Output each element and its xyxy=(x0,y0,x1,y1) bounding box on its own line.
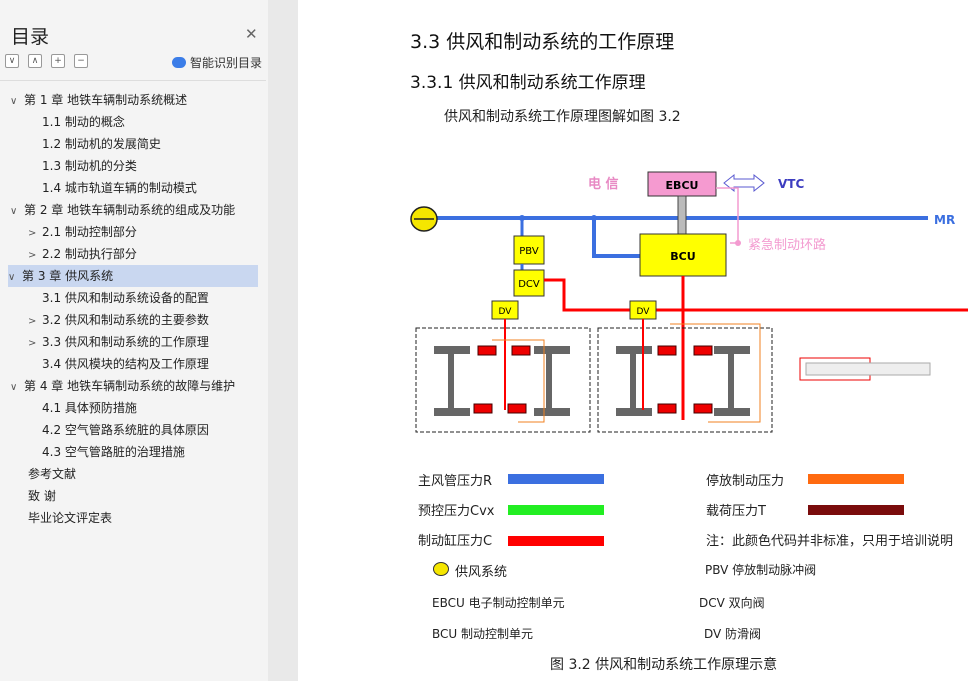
toc-item-label: 4.3 空气管路脏的治理措施 xyxy=(42,445,185,459)
collapse-all-icon[interactable]: ∨ xyxy=(5,54,19,68)
section-heading: 3.3 供风和制动系统的工作原理 xyxy=(410,31,675,53)
dv1-label: DV xyxy=(499,307,513,317)
chevron-icon[interactable]: > xyxy=(28,250,37,261)
legend-ebcu: EBCU 电子制动控制单元 xyxy=(432,596,565,610)
toc-item[interactable]: 1.4 城市轨道车辆的制动模式 xyxy=(28,177,197,199)
toc-item[interactable]: 3.1 供风和制动系统设备的配置 xyxy=(28,287,209,309)
document-gutter xyxy=(268,0,298,681)
dcv-label: DCV xyxy=(518,279,540,290)
toc-item[interactable]: 4.1 具体预防措施 xyxy=(28,397,137,419)
chevron-icon[interactable]: ∨ xyxy=(10,96,18,107)
legend-pre-label: 预控压力Cvx xyxy=(418,504,495,519)
chevron-icon[interactable]: > xyxy=(28,316,37,327)
toc-sidebar: 目录 ✕ ∨ ∧ + − 智能识别目录 ∨ 第 1 章 地铁车辆制动系统概述 1.1… xyxy=(0,0,269,681)
system-diagram: MR 电 信 EBCU VTC 紧急制动环路 BCU PBV DCV DV xyxy=(410,171,968,433)
legend-park-label: 停放制动压力 xyxy=(706,474,785,489)
toc-title: 目录 xyxy=(11,26,50,48)
ebcu-label: EBCU xyxy=(666,179,699,192)
remove-heading-icon[interactable]: − xyxy=(74,54,88,68)
toc-item[interactable]: ∨ 第 3 章 供风系统 xyxy=(8,265,258,287)
toc-item-label: 3.2 供风和制动系统的主要参数 xyxy=(42,313,209,327)
toc-item[interactable]: 毕业论文评定表 xyxy=(28,507,112,529)
legend-cyl-label: 制动缸压力C xyxy=(418,534,493,549)
dv2-label: DV xyxy=(637,307,651,317)
chevron-icon[interactable]: ∨ xyxy=(8,272,16,283)
toc-item[interactable]: 1.2 制动机的发展简史 xyxy=(28,133,161,155)
toc-item-label: 1.1 制动的概念 xyxy=(42,115,125,129)
toc-item-label: 参考文献 xyxy=(28,467,77,481)
toc-item-label: 4.2 空气管路系统脏的具体原因 xyxy=(42,423,209,437)
toc-item[interactable]: 1.3 制动机的分类 xyxy=(28,155,137,177)
vtc-label: VTC xyxy=(778,177,804,191)
legend-dv: DV 防滑阀 xyxy=(704,627,762,641)
subsection-heading: 3.3.1 供风和制动系统工作原理 xyxy=(410,73,646,93)
toc-item[interactable]: >3.2 供风和制动系统的主要参数 xyxy=(28,309,209,331)
chevron-icon[interactable]: ∨ xyxy=(10,382,18,393)
chevron-icon[interactable]: > xyxy=(28,228,37,239)
toc-item-label: 第 3 章 供风系统 xyxy=(22,269,114,283)
smart-toc-button[interactable]: 智能识别目录 xyxy=(172,54,262,71)
legend-load-label: 载荷压力T xyxy=(706,504,766,519)
toc-item-label: 毕业论文评定表 xyxy=(28,511,113,525)
legend-cyl-swatch xyxy=(508,536,604,546)
toc-item[interactable]: ∨ 第 2 章 地铁车辆制动系统的组成及功能 xyxy=(10,199,235,221)
chevron-icon[interactable]: > xyxy=(28,338,37,349)
smart-toc-label: 智能识别目录 xyxy=(190,56,263,70)
toc-item-label: 第 2 章 地铁车辆制动系统的组成及功能 xyxy=(24,203,236,217)
figure-caption: 图 3.2 供风和制动系统工作原理示意 xyxy=(550,657,778,673)
toc-item[interactable]: ∨ 第 1 章 地铁车辆制动系统概述 xyxy=(10,89,187,111)
toc-item[interactable]: 4.2 空气管路系统脏的具体原因 xyxy=(28,419,209,441)
pbv-label: PBV xyxy=(519,246,539,257)
toc-item[interactable]: >2.2 制动执行部分 xyxy=(28,243,137,265)
supply-legend-icon xyxy=(433,562,449,576)
toc-item-label: 1.4 城市轨道车辆的制动模式 xyxy=(42,181,197,195)
toc-list: ∨ 第 1 章 地铁车辆制动系统概述 1.1 制动的概念 1.2 制动机的发展简史 1.… xyxy=(0,80,266,681)
legend-dcv: DCV 双向阀 xyxy=(699,596,765,610)
toc-item[interactable]: 参考文献 xyxy=(28,463,76,485)
toc-item-label: 1.3 制动机的分类 xyxy=(42,159,137,173)
legend-supply: 供风系统 xyxy=(455,565,508,580)
toc-item[interactable]: >2.1 制动控制部分 xyxy=(28,221,137,243)
legend-main-label: 主风管压力R xyxy=(418,474,493,489)
emergency-label: 紧急制动环路 xyxy=(748,237,826,253)
toc-item[interactable]: 4.3 空气管路脏的治理措施 xyxy=(28,441,185,463)
legend-pbv: PBV 停放制动脉冲阀 xyxy=(705,563,817,577)
smart-toc-icon xyxy=(172,57,186,68)
document-page: 3.3 供风和制动系统的工作原理 3.3.1 供风和制动系统工作原理 供风和制动… xyxy=(298,0,975,681)
toc-item[interactable]: ∨ 第 4 章 地铁车辆制动系统的故障与维护 xyxy=(10,375,235,397)
close-icon[interactable]: ✕ xyxy=(245,25,258,43)
legend-main-swatch xyxy=(508,474,604,484)
legend-pre-swatch xyxy=(508,505,604,515)
toc-item-label: 第 4 章 地铁车辆制动系统的故障与维护 xyxy=(24,379,236,393)
legend-bcu: BCU 制动控制单元 xyxy=(432,627,533,641)
mr-label: MR xyxy=(934,213,955,227)
toc-item-label: 致 谢 xyxy=(28,489,56,503)
signal-label: 电 信 xyxy=(588,176,619,192)
intro-paragraph: 供风和制动系统工作原理图解如图 3.2 xyxy=(444,109,681,125)
toc-item[interactable]: 3.4 供风模块的结构及工作原理 xyxy=(28,353,209,375)
chevron-icon[interactable]: ∨ xyxy=(10,206,18,217)
toc-item[interactable]: >3.3 供风和制动系统的工作原理 xyxy=(28,331,209,353)
toc-item-label: 3.3 供风和制动系统的工作原理 xyxy=(42,335,209,349)
toc-item-label: 3.4 供风模块的结构及工作原理 xyxy=(42,357,209,371)
bcu-label: BCU xyxy=(670,250,695,263)
toc-item-label: 2.1 制动控制部分 xyxy=(42,225,137,239)
expand-up-icon[interactable]: ∧ xyxy=(28,54,42,68)
toc-toolbar: ∨ ∧ + − xyxy=(5,54,88,68)
toc-item-label: 2.2 制动执行部分 xyxy=(42,247,137,261)
legend-load-swatch xyxy=(808,505,904,515)
legend-note: 注：此颜色代码并非标准，只用于培训说明 xyxy=(706,534,954,549)
add-heading-icon[interactable]: + xyxy=(51,54,65,68)
toc-item-label: 4.1 具体预防措施 xyxy=(42,401,137,415)
toc-item-label: 3.1 供风和制动系统设备的配置 xyxy=(42,291,209,305)
legend-park-swatch xyxy=(808,474,904,484)
toc-item[interactable]: 致 谢 xyxy=(28,485,56,507)
toc-item-label: 第 1 章 地铁车辆制动系统概述 xyxy=(24,93,188,107)
toc-item[interactable]: 1.1 制动的概念 xyxy=(28,111,125,133)
toc-item-label: 1.2 制动机的发展简史 xyxy=(42,137,161,151)
